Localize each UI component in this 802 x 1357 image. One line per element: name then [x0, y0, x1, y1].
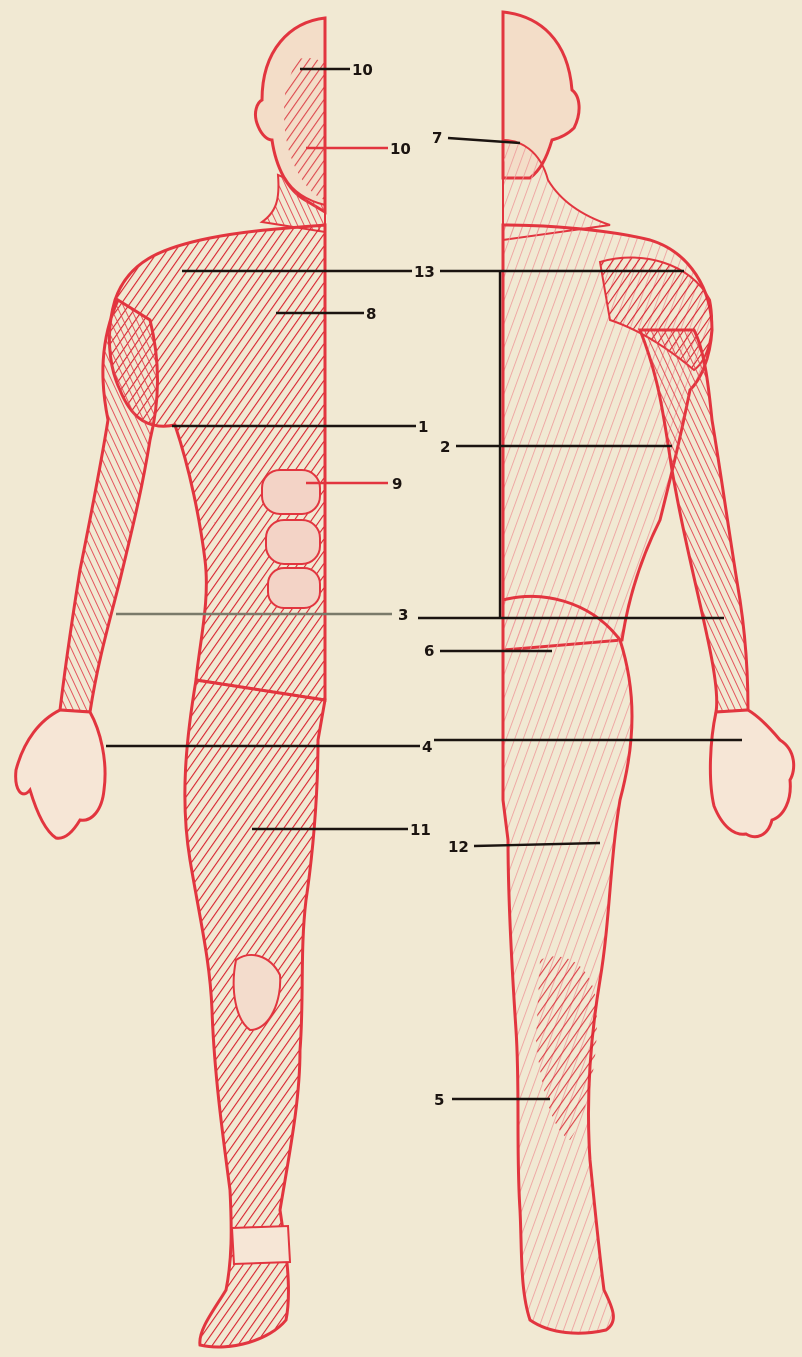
front-ankle-band	[232, 1226, 290, 1264]
abdominal-plates	[262, 470, 320, 608]
label-5: 5	[434, 1091, 444, 1109]
front-hand	[16, 710, 105, 838]
leader-lines	[106, 69, 742, 1099]
label-3: 3	[398, 606, 408, 624]
label-6: 6	[424, 642, 434, 660]
label-11: 11	[410, 821, 431, 839]
label-12: 12	[448, 838, 469, 856]
label-8: 8	[366, 305, 376, 323]
label-4: 4	[422, 738, 432, 756]
front-arm	[60, 300, 158, 712]
label-1: 1	[418, 418, 428, 436]
back-body	[503, 12, 794, 1333]
label-2: 2	[440, 438, 450, 456]
back-hand	[710, 710, 793, 837]
front-body	[16, 18, 325, 1347]
label-13: 13	[414, 263, 435, 281]
label-9: 9	[392, 475, 402, 493]
label-7: 7	[432, 129, 442, 147]
label-10-face: 10	[390, 140, 411, 158]
number-labels: 10 10 7 13 8 1 2 9 3 6 4 11 12 5	[352, 61, 469, 1109]
label-10-top: 10	[352, 61, 373, 79]
